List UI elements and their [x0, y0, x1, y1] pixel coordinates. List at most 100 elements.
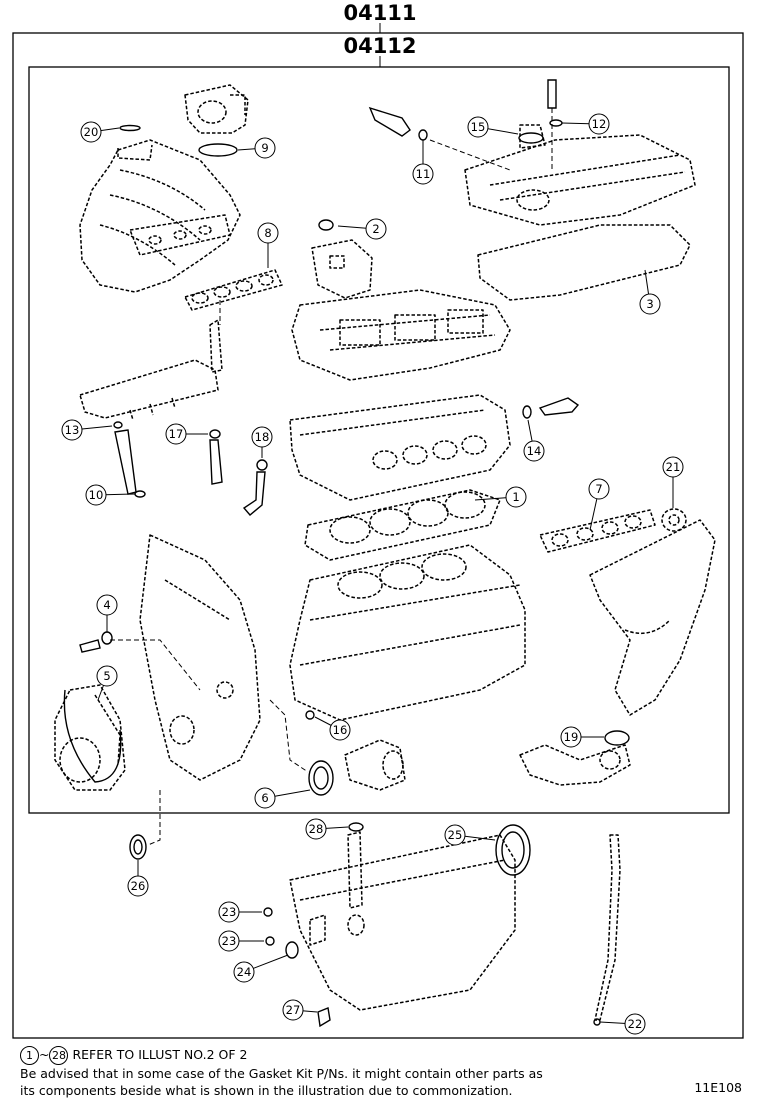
intake-manifold-gasket — [184, 269, 283, 311]
callout-18: 18 — [251, 426, 273, 458]
intake-manifold — [79, 139, 241, 293]
ref-start-circle: 1 — [20, 1046, 39, 1065]
callout-6: 6 — [254, 787, 311, 809]
callout-number: 15 — [471, 120, 486, 134]
fuel-rail — [79, 319, 223, 421]
callout-circle — [165, 423, 187, 445]
callout-15: 15 — [467, 116, 519, 138]
callout-25: 25 — [444, 824, 496, 846]
callout-4: 4 — [96, 594, 118, 632]
callout-circle — [467, 116, 489, 138]
guide-lines — [110, 108, 553, 846]
callout-27: 27 — [282, 999, 318, 1021]
callout-1: 1 — [474, 486, 527, 508]
ref-end-circle: 28 — [49, 1046, 69, 1065]
callout-number: 24 — [237, 965, 252, 979]
reference-text: REFER TO ILLUST NO.2 OF 2 — [72, 1047, 248, 1062]
callout-26: 26 — [127, 860, 149, 897]
callout-12: 12 — [561, 113, 610, 135]
callout-circle — [523, 440, 545, 462]
water-pump — [54, 684, 126, 791]
callout-21: 21 — [662, 456, 684, 508]
callout-circle — [588, 478, 610, 500]
callout-circle — [282, 999, 304, 1021]
callout-number: 17 — [169, 427, 184, 441]
callout-circle — [257, 222, 279, 244]
callout-circle — [560, 726, 582, 748]
callout-9: 9 — [237, 137, 276, 159]
callout-11: 11 — [412, 140, 434, 185]
oil-pan — [289, 834, 516, 1011]
callout-circle — [61, 419, 83, 441]
callout-number: 10 — [89, 488, 104, 502]
outer-frame — [12, 32, 744, 1039]
exhaust-pipe — [519, 744, 631, 786]
exhaust-flange-gasket — [661, 508, 687, 532]
small-gaskets-and-seals — [63, 79, 630, 1028]
callout-number: 1 — [512, 490, 519, 504]
title-inner: 04112 — [343, 34, 416, 58]
callout-7: 7 — [588, 478, 610, 531]
callout-number: 22 — [628, 1017, 643, 1031]
cylinder-head-gasket — [304, 489, 501, 561]
title-outer: 04111 — [343, 1, 416, 25]
callout-2: 2 — [337, 218, 387, 240]
callout-number: 16 — [333, 723, 348, 737]
callout-17: 17 — [165, 423, 208, 445]
callout-number: 8 — [264, 226, 271, 240]
callout-circle — [505, 486, 527, 508]
callout-5: 5 — [96, 665, 118, 701]
callout-number: 23 — [222, 905, 237, 919]
callout-number: 27 — [286, 1003, 301, 1017]
head-cover-gasket — [477, 224, 691, 301]
callout-number: 26 — [131, 879, 146, 893]
engine-block — [289, 544, 526, 721]
ref-separator: ~ — [39, 1047, 50, 1062]
callout-number: 5 — [103, 669, 110, 683]
inner-frame — [28, 66, 730, 814]
callout-number: 23 — [222, 934, 237, 948]
callout-circle — [444, 824, 466, 846]
callout-circle — [96, 594, 118, 616]
callout-13: 13 — [61, 419, 113, 441]
callout-circle — [639, 293, 661, 315]
callout-number: 6 — [261, 791, 268, 805]
timing-chain-cover — [139, 534, 261, 781]
cylinder-head-cover — [464, 124, 696, 226]
callout-circle — [85, 484, 107, 506]
callout-number: 14 — [527, 444, 542, 458]
callout-circle — [127, 875, 149, 897]
callout-number: 7 — [595, 482, 602, 496]
callout-number: 11 — [416, 167, 431, 181]
callout-23-b: 23 — [218, 930, 264, 952]
callout-23: 23 — [218, 901, 262, 923]
callout-number: 2 — [372, 222, 379, 236]
callout-circle — [251, 426, 273, 448]
callout-number: 9 — [261, 141, 268, 155]
callout-8: 8 — [257, 222, 279, 268]
callout-circle — [218, 930, 240, 952]
reference-line: 1~28 REFER TO ILLUST NO.2 OF 2 — [20, 1046, 740, 1065]
callout-22: 22 — [599, 1013, 646, 1035]
callout-circle — [254, 137, 276, 159]
diagram-code: 11E108 — [694, 1080, 742, 1095]
notes-block: 1~28 REFER TO ILLUST NO.2 OF 2 Be advise… — [20, 1046, 740, 1099]
callout-circle — [254, 787, 276, 809]
callout-number: 4 — [103, 598, 110, 612]
callout-number: 20 — [84, 125, 99, 139]
callout-19: 19 — [560, 726, 604, 748]
callout-number: 19 — [564, 730, 579, 744]
callout-circle — [412, 163, 434, 185]
callout-circle — [305, 818, 327, 840]
oil-strainer-pipe — [347, 831, 363, 909]
callout-number: 21 — [666, 460, 681, 474]
water-outlet — [344, 739, 406, 791]
callout-circle — [233, 961, 255, 983]
callout-number: 18 — [255, 430, 270, 444]
callout-circle — [96, 665, 118, 687]
callout-circle — [80, 121, 102, 143]
callout-circle — [365, 218, 387, 240]
callout-number: 13 — [65, 423, 80, 437]
camshaft-housing — [291, 289, 511, 381]
